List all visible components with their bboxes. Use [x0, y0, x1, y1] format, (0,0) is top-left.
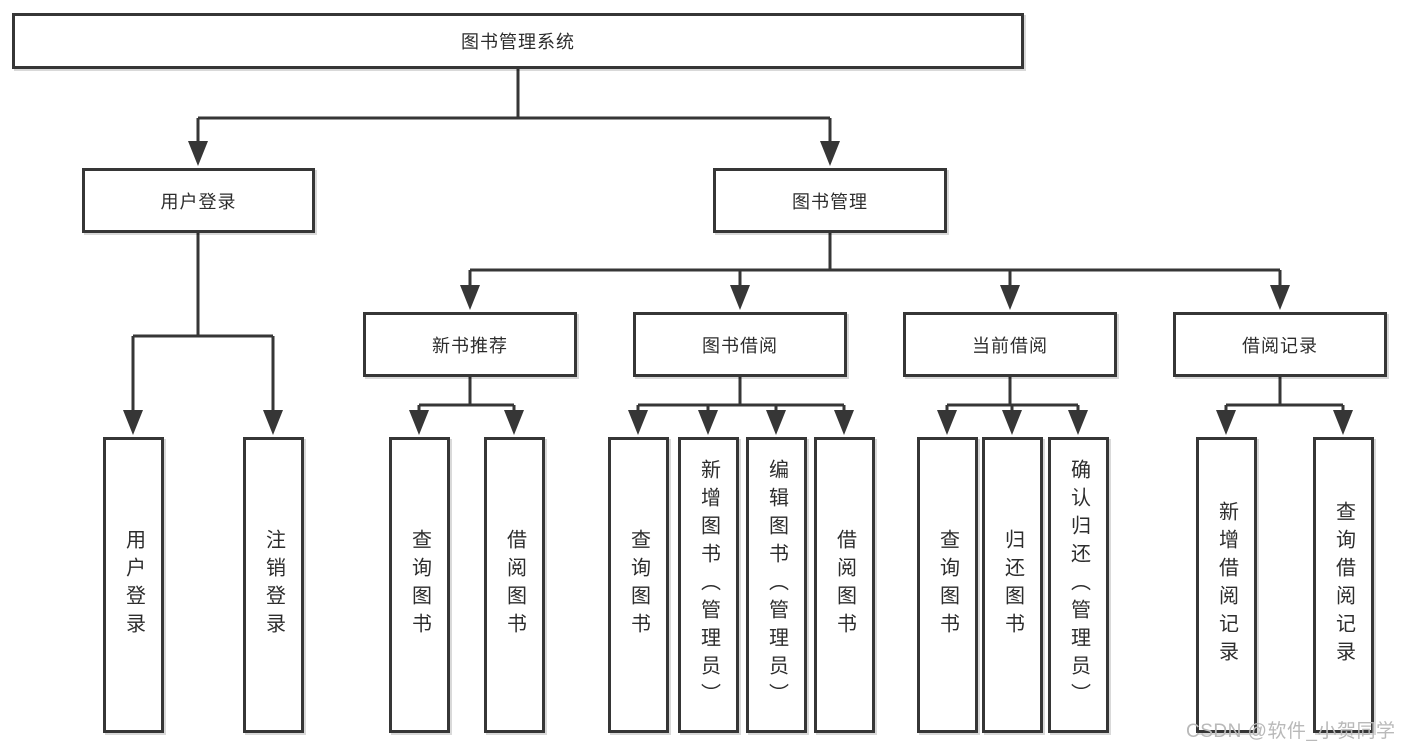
node-user-login: 用户登录: [82, 168, 315, 233]
leaf-user-login: 用户登录: [103, 437, 164, 733]
node-book-management: 图书管理: [713, 168, 947, 233]
leaf-current-return-books: 归还图书: [982, 437, 1043, 733]
leaf-newbooks-borrow-books: 借阅图书: [484, 437, 545, 733]
node-new-books: 新书推荐: [363, 312, 577, 377]
leaf-borrowing-borrow-books: 借阅图书: [814, 437, 875, 733]
leaf-logout-login: 注销登录: [243, 437, 304, 733]
leaf-current-query-books: 查询图书: [917, 437, 978, 733]
watermark: CSDN @软件_小贺同学: [1186, 721, 1396, 742]
node-root: 图书管理系统: [12, 13, 1024, 69]
leaf-records-add-record: 新增借阅记录: [1196, 437, 1257, 733]
node-book-borrowing: 图书借阅: [633, 312, 847, 377]
leaf-newbooks-query-books: 查询图书: [389, 437, 450, 733]
leaf-borrowing-query-books: 查询图书: [608, 437, 669, 733]
node-current-borrowing: 当前借阅: [903, 312, 1117, 377]
leaf-records-query-record: 查询借阅记录: [1313, 437, 1374, 733]
leaf-current-confirm-return-admin: 确认归还（管理员）: [1048, 437, 1109, 733]
node-borrowing-records: 借阅记录: [1173, 312, 1387, 377]
leaf-borrowing-edit-books-admin: 编辑图书（管理员）: [746, 437, 807, 733]
leaf-borrowing-add-books-admin: 新增图书（管理员）: [678, 437, 739, 733]
